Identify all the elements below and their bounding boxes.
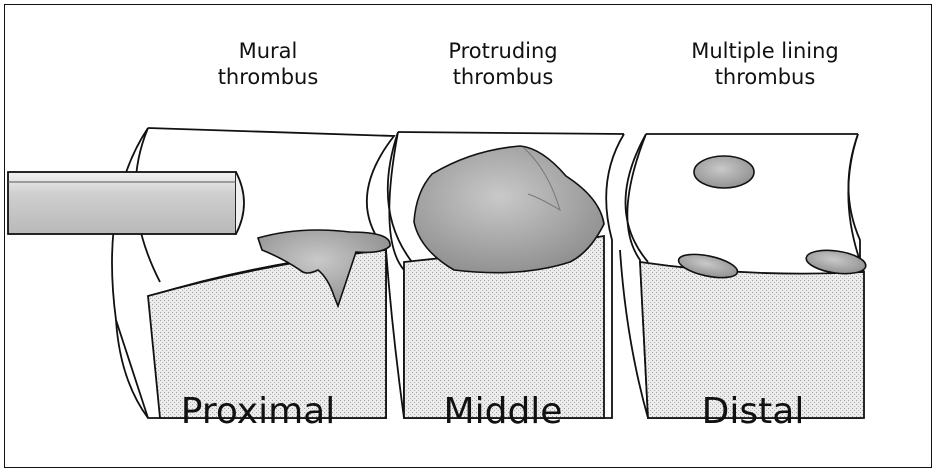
- label-distal: Distal: [668, 392, 838, 432]
- lining-thrombus-upper: [694, 156, 754, 188]
- label-middle: Middle: [418, 392, 588, 432]
- label-proximal: Proximal: [168, 392, 348, 432]
